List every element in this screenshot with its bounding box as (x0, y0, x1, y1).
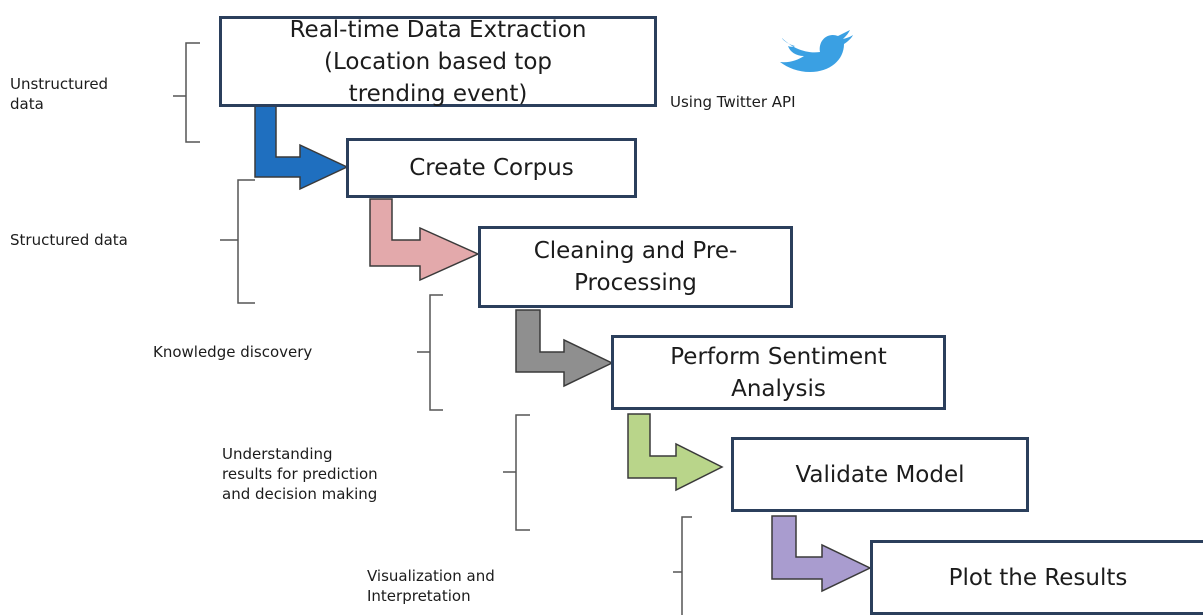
step-validate-model-label: Validate Model (795, 461, 965, 488)
step-create-corpus-label: Create Corpus (409, 155, 574, 181)
phase-label-structured: Structured data (10, 231, 128, 249)
twitter-api-label: Using Twitter API (670, 93, 796, 111)
twitter-bird-icon (780, 30, 853, 72)
arrow-5 (771, 515, 872, 593)
phase-label-unstructured: Unstructured data (10, 75, 109, 113)
step-cleaning-label: Cleaning and Pre- Processing (533, 238, 738, 296)
phase-brackets (173, 42, 692, 615)
step-plot-results: Plot the Results (870, 540, 1203, 615)
step-data-extraction-label: Real-time Data Extraction (Location base… (289, 16, 587, 107)
step-plot-results-label: Plot the Results (948, 564, 1128, 591)
phase-label-visualization: Visualization and Interpretation (367, 567, 495, 605)
step-create-corpus: Create Corpus (346, 138, 637, 198)
step-data-extraction: Real-time Data Extraction (Location base… (219, 16, 657, 107)
arrow-1 (254, 105, 349, 191)
arrow-2 (369, 198, 480, 282)
step-cleaning: Cleaning and Pre- Processing (478, 226, 793, 308)
bracket-understanding (503, 414, 530, 531)
bracket-structured (220, 179, 255, 304)
arrow-3 (515, 309, 614, 388)
arrows (254, 105, 872, 593)
step-sentiment-analysis: Perform Sentiment Analysis (611, 335, 946, 410)
bracket-unstructured (173, 42, 200, 143)
arrow-4 (627, 413, 724, 492)
bracket-visualization (673, 516, 692, 615)
bracket-knowledge (417, 294, 443, 411)
phase-label-understanding: Understanding results for prediction and… (222, 445, 378, 503)
step-validate-model: Validate Model (731, 437, 1029, 512)
step-sentiment-analysis-label: Perform Sentiment Analysis (670, 343, 887, 402)
phase-label-knowledge: Knowledge discovery (153, 343, 313, 361)
